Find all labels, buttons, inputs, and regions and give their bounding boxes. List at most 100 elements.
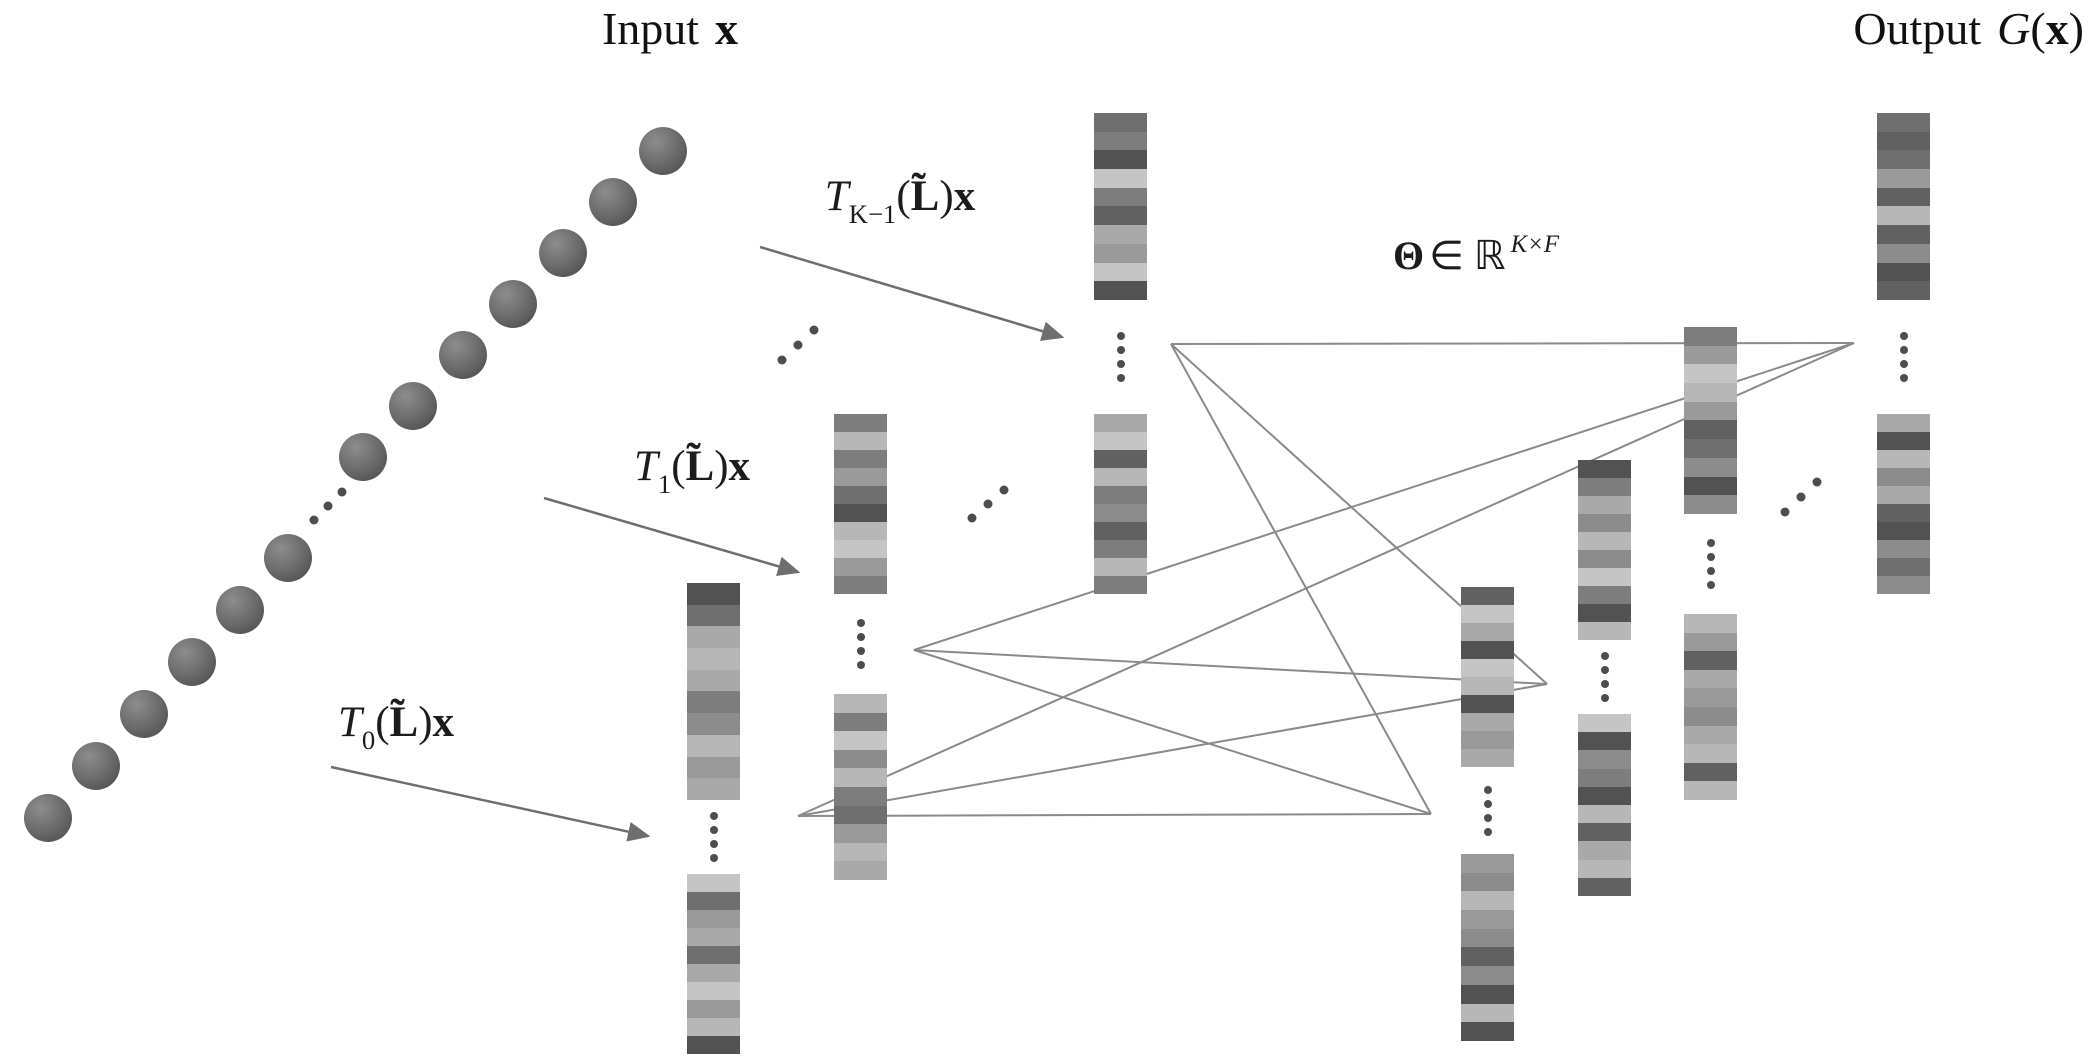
feature-value-cell xyxy=(1877,414,1930,432)
input-node xyxy=(120,690,168,738)
ellipsis-dot xyxy=(709,854,718,862)
feature-value-cell xyxy=(1094,113,1147,132)
laplacian-symbol: L̃ xyxy=(389,699,419,746)
feature-value-cell xyxy=(1877,486,1930,504)
feature-value-cell xyxy=(1877,558,1930,576)
feature-vector-bar xyxy=(1684,327,1737,514)
ellipsis-dot xyxy=(709,812,718,820)
feature-value-cell xyxy=(1461,1003,1514,1023)
input-node xyxy=(72,742,120,790)
input-node xyxy=(539,229,587,277)
ellipsis-dot xyxy=(1116,360,1125,368)
feature-value-cell xyxy=(1578,586,1631,604)
feature-value-cell xyxy=(1094,169,1147,188)
feature-vector-bar xyxy=(1094,414,1147,594)
feature-value-cell xyxy=(1877,113,1930,132)
input-node xyxy=(639,127,687,175)
ellipsis-dot xyxy=(1706,581,1715,589)
ellipsis-dot xyxy=(1600,680,1609,688)
feature-value-cell xyxy=(1684,762,1737,782)
feature-value-cell xyxy=(1461,891,1514,911)
feature-value-cell xyxy=(1684,651,1737,670)
feature-value-cell xyxy=(1877,187,1930,207)
feature-value-cell xyxy=(1094,225,1147,244)
feature-value-cell xyxy=(1094,540,1147,558)
feature-value-cell xyxy=(834,486,887,504)
ellipsis-dot xyxy=(983,499,993,509)
feature-value-cell xyxy=(1461,677,1514,695)
ellipsis-dot xyxy=(1706,539,1715,547)
feature-value-cell xyxy=(1684,725,1737,745)
feature-value-cell xyxy=(687,946,740,964)
feature-value-cell xyxy=(687,583,740,605)
output-vector-symbol: x xyxy=(2045,3,2069,54)
laplacian-symbol: L̃ xyxy=(910,173,940,220)
feature-value-cell xyxy=(1684,457,1737,477)
feature-value-cell xyxy=(1684,345,1737,365)
output-word: Output xyxy=(1853,3,1982,54)
feature-value-cell xyxy=(1094,432,1147,450)
ellipsis-dot xyxy=(1600,694,1609,702)
input-word: Input xyxy=(601,3,700,54)
feature-value-cell xyxy=(1684,327,1737,346)
input-node-chain xyxy=(24,127,687,842)
feature-value-cell xyxy=(1684,476,1737,496)
feature-vector-bar xyxy=(1877,414,1930,594)
feature-value-cell xyxy=(1094,504,1147,522)
chebyshev-feature-column xyxy=(687,583,740,1054)
feature-value-cell xyxy=(1877,468,1930,486)
feature-value-cell xyxy=(1578,622,1631,640)
feature-value-cell xyxy=(834,540,887,558)
feature-value-cell xyxy=(1877,522,1930,540)
feature-vector-bar xyxy=(1578,460,1631,640)
vertical-ellipsis xyxy=(1600,652,1609,702)
feature-value-cell xyxy=(1684,632,1737,652)
feature-vector-bar xyxy=(687,874,740,1054)
theta-symbol: Θ xyxy=(1392,233,1425,278)
feature-value-cell xyxy=(687,1000,740,1018)
feature-value-cell xyxy=(1877,576,1930,594)
ellipsis-dot xyxy=(1483,813,1492,822)
feature-value-cell xyxy=(1578,714,1631,733)
input-node xyxy=(168,638,216,686)
feature-value-cell xyxy=(1877,150,1930,170)
feature-value-cell xyxy=(834,768,887,787)
feature-value-cell xyxy=(1578,732,1631,751)
feature-value-cell xyxy=(1578,750,1631,769)
feature-value-cell xyxy=(687,910,740,928)
feature-value-cell xyxy=(1461,713,1514,731)
ellipsis-dot xyxy=(1706,567,1715,575)
input-node xyxy=(339,433,387,481)
feature-value-cell xyxy=(834,414,887,432)
feature-value-cell xyxy=(1578,786,1631,805)
hidden-feature-column xyxy=(1461,587,1514,1041)
feature-value-cell xyxy=(1877,281,1930,300)
feature-value-cell xyxy=(1578,514,1631,532)
feature-value-cell xyxy=(687,669,740,692)
transform-arrow xyxy=(543,496,801,577)
feature-value-cell xyxy=(1578,859,1631,878)
feature-value-cell xyxy=(1461,749,1514,767)
ellipsis-dot xyxy=(1796,492,1806,502)
feature-vector-bar xyxy=(1684,614,1737,800)
feature-value-cell xyxy=(1094,243,1147,263)
feature-value-cell xyxy=(687,778,740,800)
feature-value-cell xyxy=(1461,947,1514,967)
feature-vector-bar xyxy=(1461,587,1514,767)
arrow-label-t0: T0(L̃)x xyxy=(337,699,455,755)
ellipsis-dots xyxy=(309,325,1822,525)
feature-value-cell xyxy=(1578,768,1631,787)
feature-vector-bar xyxy=(687,583,740,800)
feature-value-cell xyxy=(1877,169,1930,188)
ellipsis-dot xyxy=(337,487,347,497)
input-node xyxy=(489,280,537,328)
ellipsis-dot xyxy=(856,661,865,669)
feature-value-cell xyxy=(687,1036,740,1054)
ellipsis-dot xyxy=(1116,374,1125,382)
feature-value-cell xyxy=(687,756,740,779)
feature-value-cell xyxy=(1094,131,1147,151)
vertical-ellipsis xyxy=(1483,785,1492,836)
feature-value-cell xyxy=(1094,187,1147,207)
